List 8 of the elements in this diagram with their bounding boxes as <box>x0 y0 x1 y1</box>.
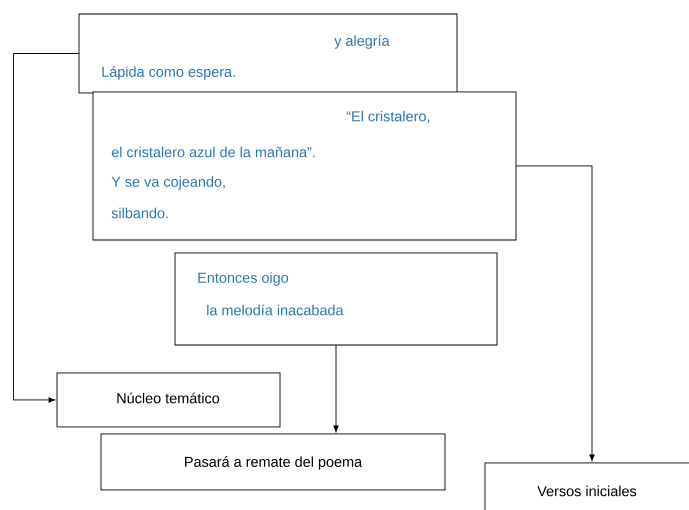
text-box: Núcleo temático <box>56 372 280 428</box>
arrow <box>333 345 339 432</box>
text-box: Pasará a remate del poema <box>100 434 446 490</box>
text-box: Versos iniciales <box>484 462 689 510</box>
text-box: Entonces oigo la melodía inacabada <box>174 252 498 346</box>
arrow <box>13 53 79 403</box>
text-box: y alegría Lápida como espera. <box>78 14 458 94</box>
arrow <box>516 166 595 462</box>
